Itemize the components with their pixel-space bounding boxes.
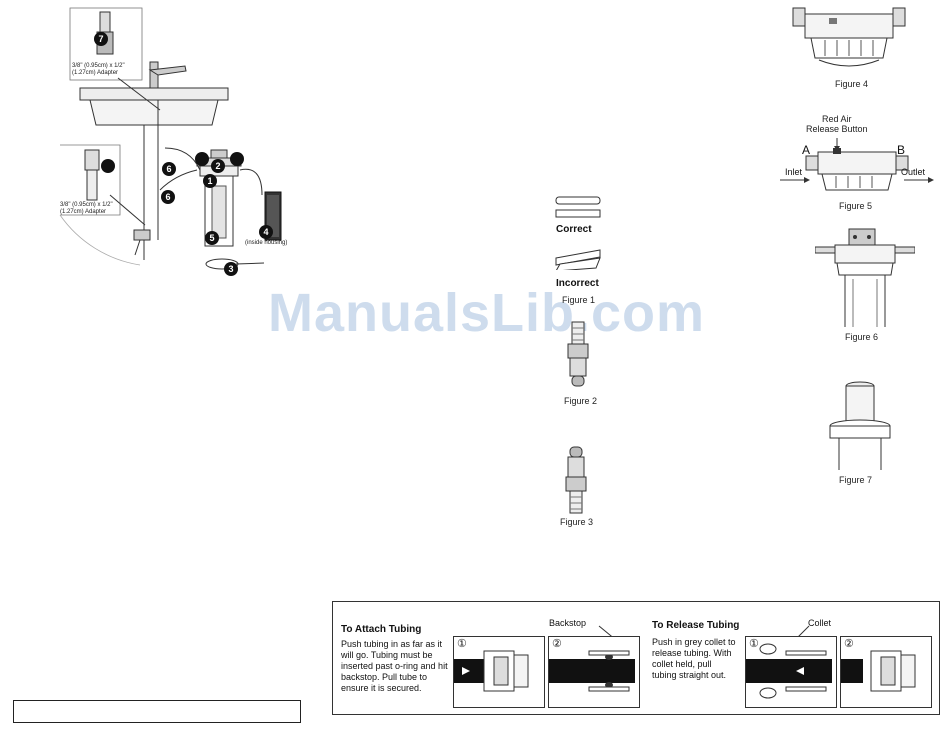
figure-4-caption: Figure 4 (835, 79, 869, 89)
figure-5-caption: Figure 5 (839, 201, 873, 211)
figure-3: Figure 3 (558, 445, 598, 535)
attach-step-1: ① (457, 638, 467, 650)
release-panel-2: ② (840, 636, 932, 708)
callout-1: 1 (203, 174, 217, 188)
figure-2-caption: Figure 2 (564, 396, 598, 406)
outlet-letter-b: B (897, 143, 906, 157)
figure-1-tubes (555, 196, 601, 270)
figure-5: Red Air Release Button A B Inlet Outlet … (780, 114, 940, 214)
figure-5-head (780, 138, 934, 191)
empty-footer-box (13, 700, 301, 723)
callout-2: 2 (211, 159, 225, 173)
adapter-label-top: 3/8" (0.95cm) x 1/2" (1.27cm) Adapter (72, 63, 125, 76)
release-tubing-text: Push in grey collet to release tubing. W… (652, 637, 736, 680)
tubing-instructions-box: To Attach Tubing Push tubing in as far a… (332, 601, 940, 715)
adapter-label-left: 3/8" (0.95cm) x 1/2" (1.27cm) Adapter (60, 202, 113, 215)
incorrect-label: Incorrect (556, 278, 599, 289)
callout-right-dot (230, 152, 244, 166)
release-step-2: ② (844, 638, 854, 650)
callout-6-lower: 6 (161, 190, 175, 204)
attach-step-2: ② (552, 638, 562, 650)
figure-7: Figure 7 (825, 380, 895, 490)
release-panel-1-drawing (746, 643, 832, 699)
figure-3-caption: Figure 3 (560, 517, 594, 527)
attach-tubing-text: Push tubing in as far as it will go. Tub… (341, 639, 448, 693)
figure-6-caption: Figure 6 (845, 332, 879, 342)
collet-label: Collet (808, 618, 832, 628)
correct-label: Correct (556, 224, 592, 235)
figure-3-fitting (565, 446, 587, 514)
attach-panel-1-drawing (454, 650, 529, 692)
figure-7-caption: Figure 7 (839, 475, 873, 485)
callout-7: 7 (94, 32, 108, 46)
release-panel-1: ① (745, 636, 837, 708)
installation-drawing (59, 7, 282, 270)
callout-5: 5 (205, 231, 219, 245)
installation-diagram: 3/8" (0.95cm) x 1/2" (1.27cm) Adapter 3/… (0, 0, 320, 300)
attach-panel-2-drawing (549, 650, 635, 692)
figure-4-head (792, 7, 906, 67)
attach-panel-1: ① (453, 636, 545, 708)
backstop-label: Backstop (549, 618, 587, 628)
callout-3: 3 (224, 262, 238, 276)
release-panel-2-drawing (841, 650, 916, 692)
release-tubing-title: To Release Tubing (652, 620, 740, 631)
manualslib-watermark: ManualsLib.com (268, 283, 706, 343)
callout-6-upper: 6 (162, 162, 176, 176)
figure-2: Figure 2 (560, 320, 600, 410)
figure-6-housing (815, 228, 915, 327)
inside-housing-label: (inside housing) (245, 240, 288, 246)
inlet-label: Inlet (785, 167, 803, 177)
attach-tubing-title: To Attach Tubing (341, 624, 422, 635)
figure-2-fitting (567, 321, 589, 387)
attach-panel-2: ② (548, 636, 640, 708)
figure-1-caption: Figure 1 (562, 295, 596, 305)
outlet-label: Outlet (901, 167, 926, 177)
callout-left-dot (195, 152, 209, 166)
figure-4: Figure 4 (785, 0, 915, 92)
inlet-letter-a: A (802, 143, 811, 157)
figure-6: Figure 6 (815, 225, 915, 350)
callout-4: 4 (259, 225, 273, 239)
release-step-1: ① (749, 638, 759, 650)
callout-unnumbered (101, 159, 115, 173)
figure-1: Correct Incorrect Figure 1 (550, 190, 610, 305)
figure-7-cartridge (829, 381, 891, 470)
red-air-release-label: Red Air Release Button (806, 114, 868, 134)
